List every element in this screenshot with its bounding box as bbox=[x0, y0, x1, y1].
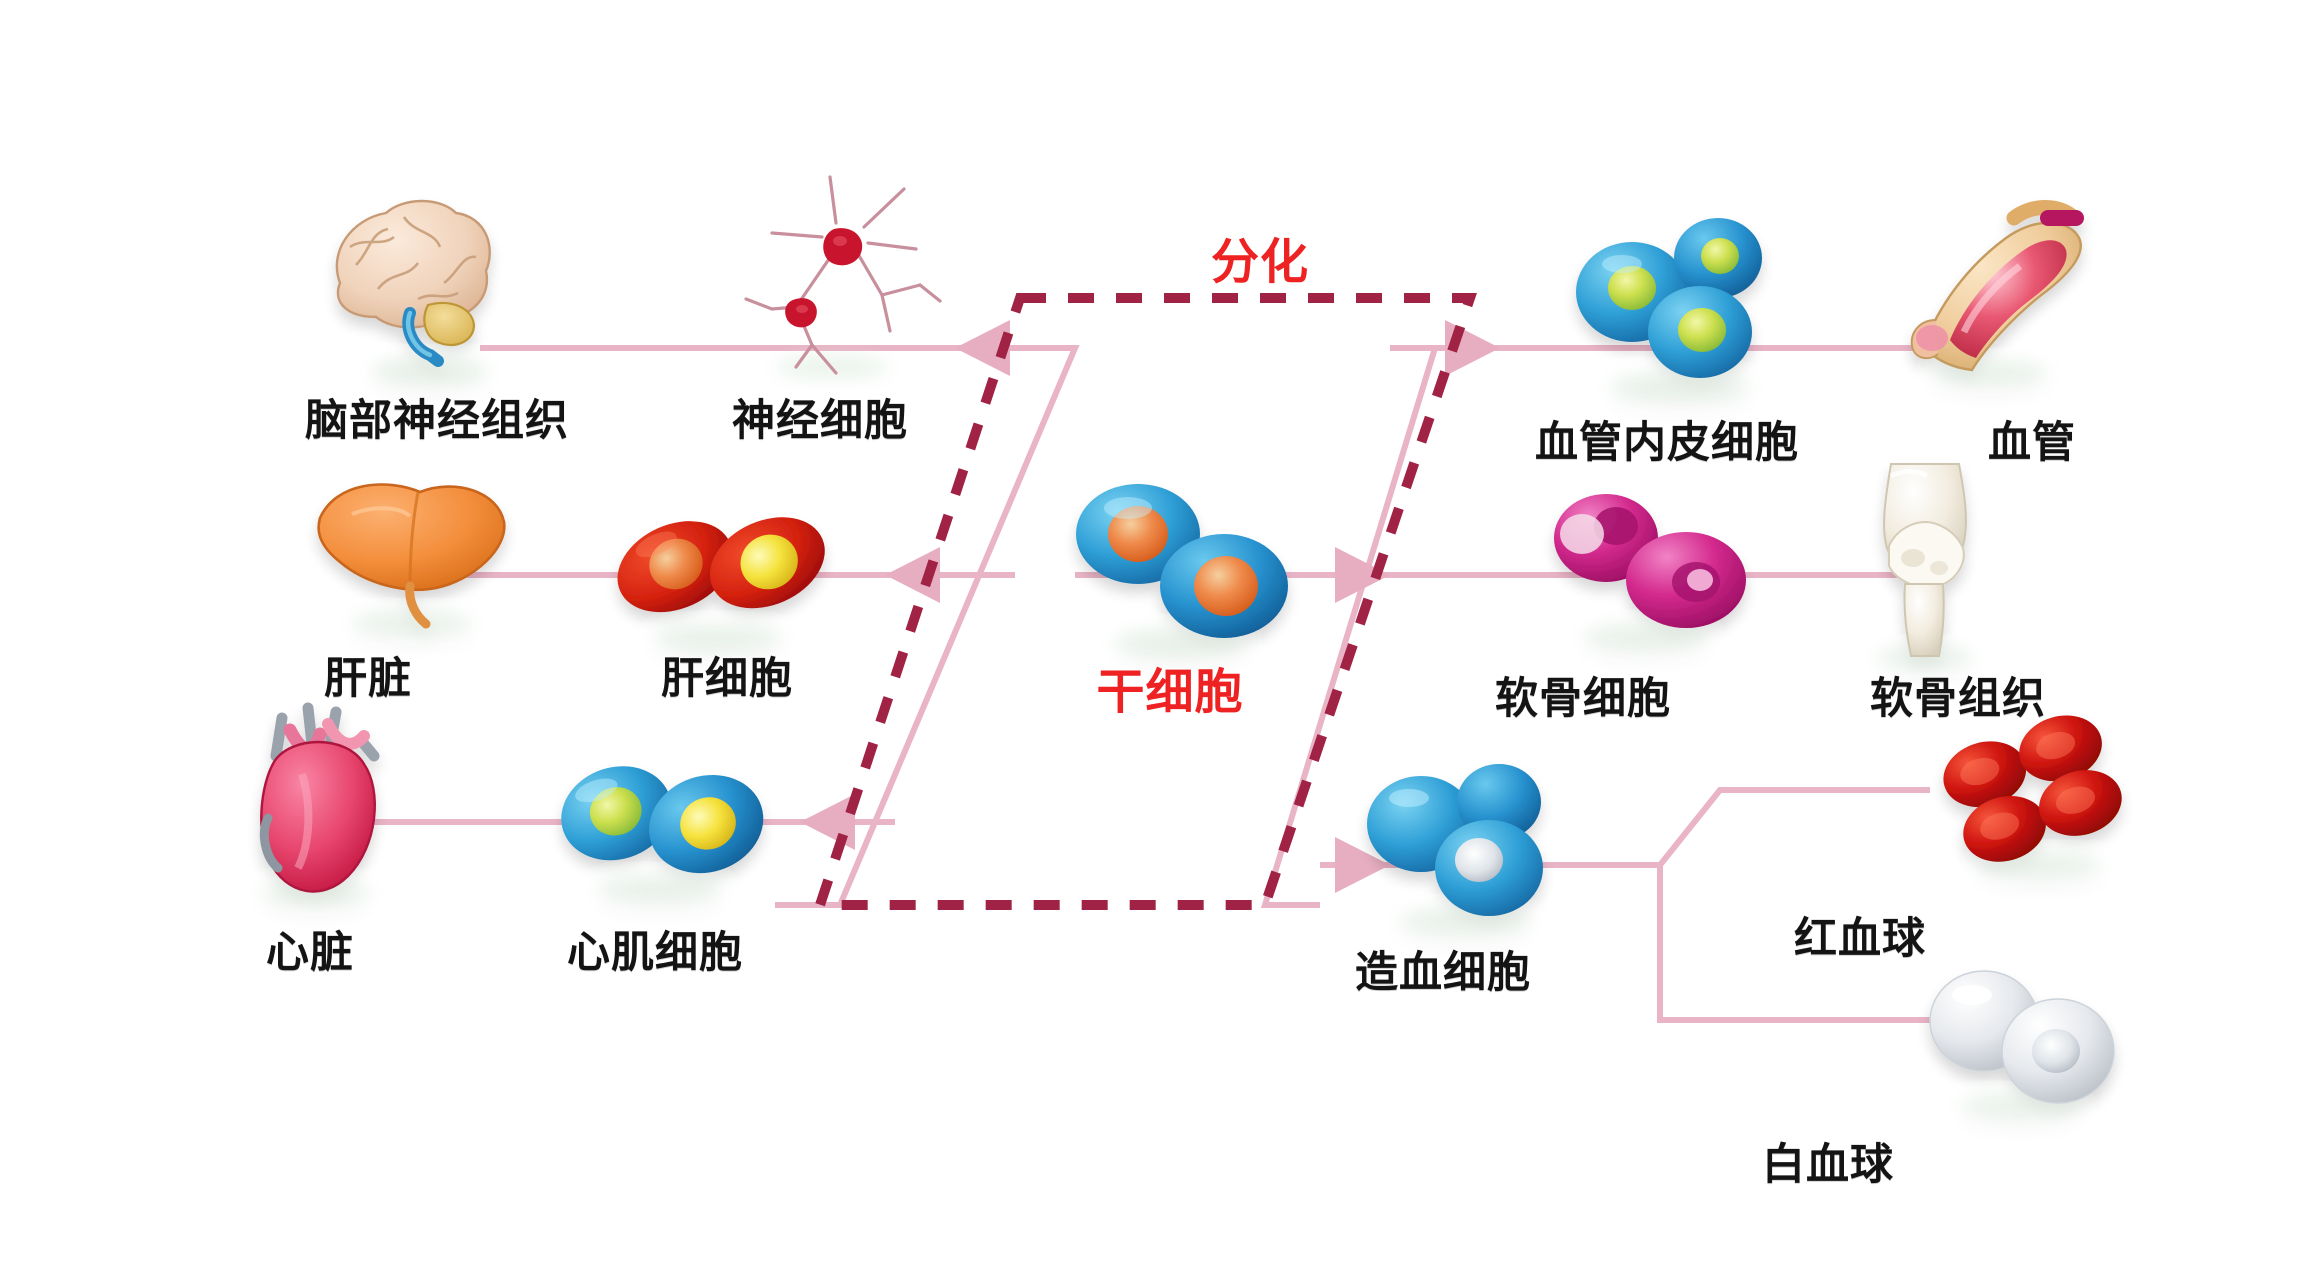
label-heart-tissue: 心脏 bbox=[266, 929, 354, 977]
hematopoietic-cell-icon bbox=[1367, 764, 1543, 932]
label-cartilage-tissue: 软骨组织 bbox=[1870, 675, 2046, 723]
label-hematopoietic-cell: 造血细胞 bbox=[1355, 949, 1531, 997]
label-liver-cell: 肝细胞 bbox=[661, 655, 793, 703]
dashed-parallelogram bbox=[813, 293, 1477, 910]
liver-icon bbox=[317, 483, 506, 633]
brain-icon bbox=[335, 199, 491, 382]
cardiomyocyte-cell-icon bbox=[561, 766, 764, 900]
label-brain-tissue: 脑部神经组织 bbox=[305, 397, 569, 445]
arrow-right-chondrocyte bbox=[1335, 547, 1390, 603]
label-endothelial-cell: 血管内皮细胞 bbox=[1535, 419, 1799, 467]
right-collector-path bbox=[1260, 345, 1440, 908]
branch-line-rbc bbox=[1590, 787, 1930, 868]
label-cardiac-cell: 心肌细胞 bbox=[567, 929, 743, 977]
cartilage-joint-icon bbox=[1877, 463, 1973, 666]
label-blood-vessel: 血管 bbox=[1988, 419, 2076, 467]
arrow-left-liver bbox=[885, 547, 940, 603]
arrow-right-hematopoietic bbox=[1335, 837, 1390, 893]
stem-cell-icon bbox=[1076, 484, 1288, 655]
label-nerve-cell: 神经细胞 bbox=[732, 397, 908, 445]
label-stem-cell: 干细胞 bbox=[1096, 666, 1244, 719]
endothelial-cell-icon bbox=[1576, 218, 1762, 399]
red-blood-cell-icon bbox=[1943, 715, 2122, 875]
left-collector-path bbox=[775, 345, 1080, 908]
differentiation-boundary bbox=[813, 293, 1477, 910]
hepatocyte-cell-icon bbox=[617, 517, 825, 649]
heart-icon bbox=[259, 702, 380, 903]
branch-line-wbc bbox=[1657, 865, 1930, 1023]
label-differentiation: 分化 bbox=[1210, 236, 1310, 289]
label-white-blood-cell: 白血球 bbox=[1762, 1141, 1894, 1189]
chondrocyte-cell-icon bbox=[1554, 494, 1746, 648]
label-red-blood-cell: 红血球 bbox=[1794, 915, 1926, 963]
blood-vessel-icon bbox=[1910, 200, 2084, 383]
white-blood-cell-icon bbox=[1929, 970, 2115, 1116]
arrow-left-nerve bbox=[955, 320, 1010, 376]
label-chondrocyte-cell: 软骨细胞 bbox=[1495, 675, 1671, 723]
neuron-cell-icon bbox=[744, 175, 942, 378]
label-liver-tissue: 肝脏 bbox=[324, 655, 412, 703]
arrow-left-heart bbox=[800, 794, 855, 850]
